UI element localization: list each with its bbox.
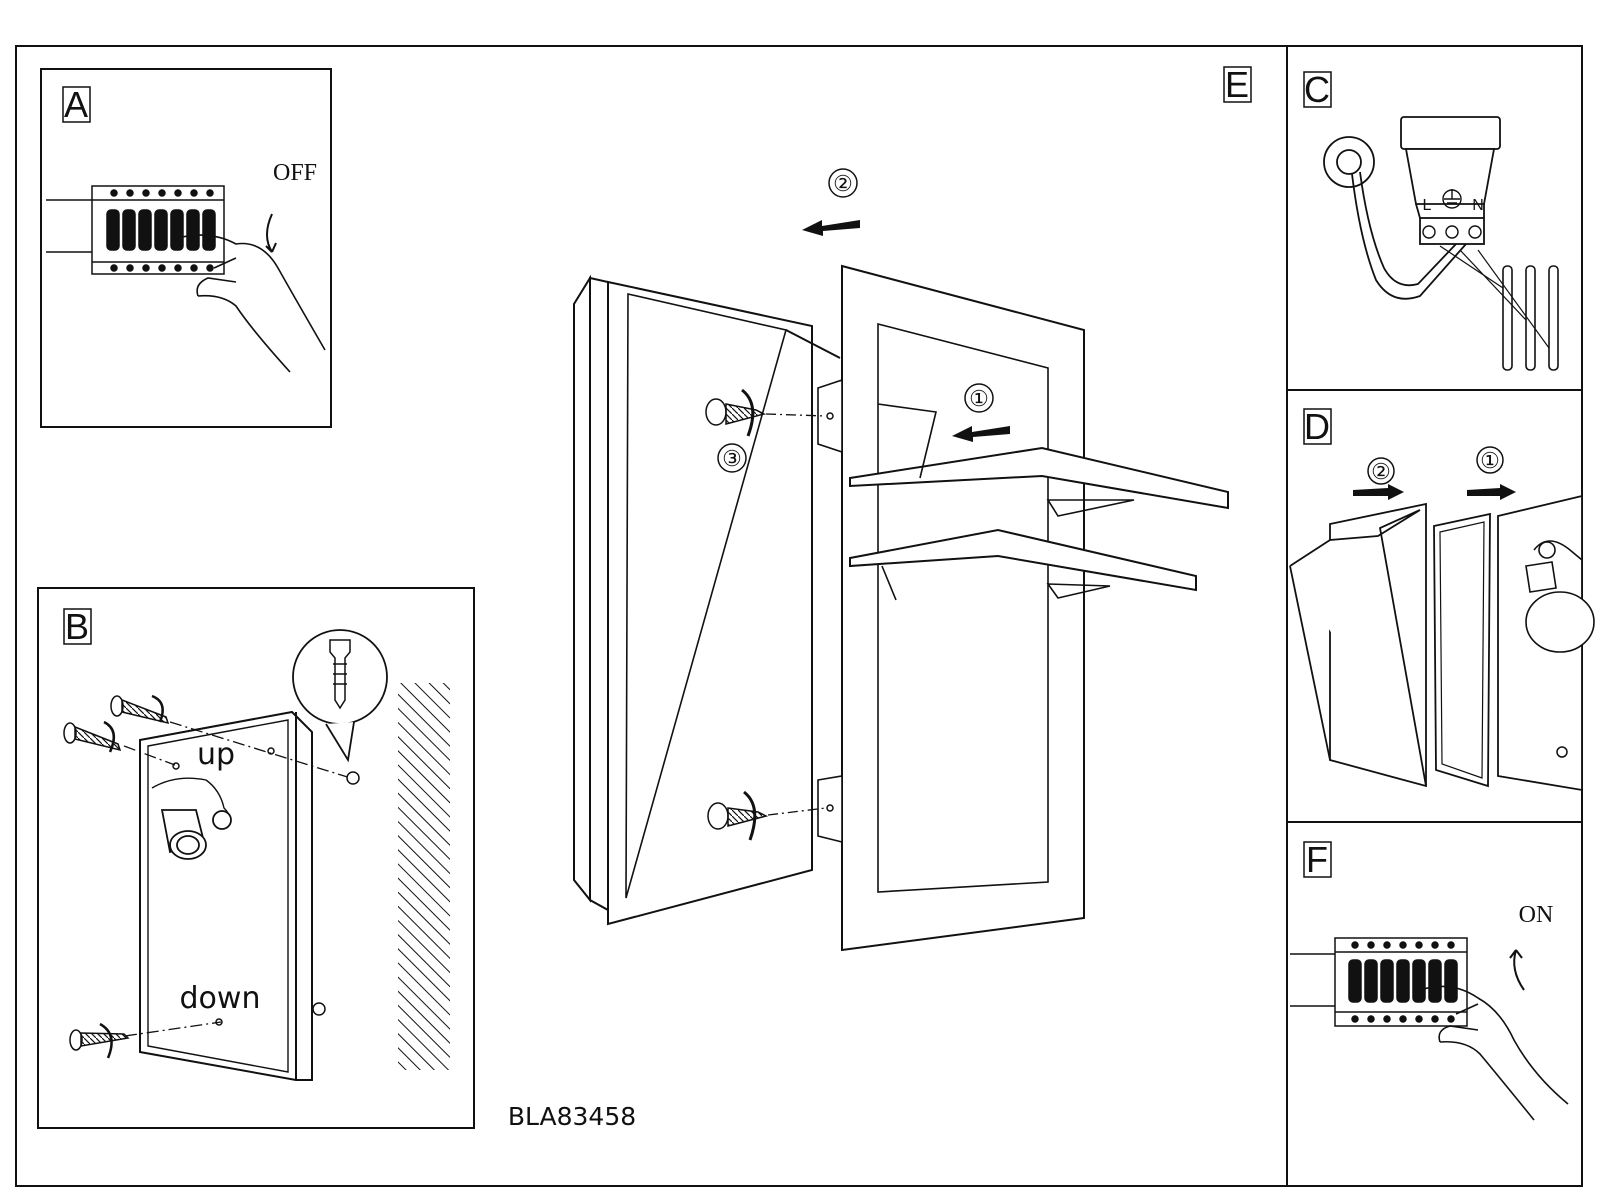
wall-plug-detail — [292, 629, 388, 725]
panel-a-label: A — [64, 84, 88, 125]
panel-d: D ② ① — [1289, 406, 1595, 792]
hand-icon — [1419, 985, 1569, 1121]
screw-icon — [63, 720, 122, 753]
model-code: BLA83458 — [508, 1102, 636, 1131]
up-label: up — [197, 737, 235, 772]
front-shade — [1289, 502, 1427, 788]
front-shade — [573, 274, 841, 926]
panel-f: F ON — [1290, 839, 1569, 1121]
terminal-n-label: N — [1472, 197, 1484, 214]
panel-a: A OFF — [40, 68, 332, 428]
screw-icon — [707, 790, 769, 841]
rotation-arrow-icon — [1509, 949, 1525, 991]
wire-pins — [1502, 265, 1559, 371]
panel-b: B up down — [37, 587, 475, 1129]
panel-e: E ② — [573, 64, 1252, 952]
e-step-2: ② — [833, 171, 853, 196]
e-step-1: ① — [969, 386, 989, 411]
mounting-bracket — [817, 378, 843, 844]
screw-icon — [110, 694, 170, 725]
arrow-icon — [802, 220, 860, 236]
panel-d-label: D — [1304, 406, 1330, 447]
lamp-socket-icon — [1400, 116, 1501, 245]
mounting-plate — [139, 710, 313, 1081]
screw-icon — [69, 1022, 130, 1059]
panel-e-label: E — [1225, 64, 1249, 105]
lamp-socket-icon — [151, 777, 232, 860]
circuit-breaker-icon — [46, 185, 225, 275]
d-step-1: ① — [1480, 448, 1500, 473]
terminal-l-label: L — [1423, 197, 1432, 214]
off-label: OFF — [273, 160, 317, 186]
panel-b-label: B — [65, 606, 89, 647]
on-label: ON — [1519, 902, 1554, 928]
down-label: down — [180, 981, 261, 1016]
wall-plug-icon — [329, 639, 351, 710]
d-step-2: ② — [1371, 459, 1391, 484]
panel-c-label: C — [1304, 69, 1330, 110]
glass-pane — [1433, 512, 1491, 788]
circuit-breaker-icon — [1290, 937, 1468, 1027]
arrow-icon — [952, 426, 1010, 442]
panel-f-label: F — [1306, 839, 1328, 880]
panel-c: C L N — [1303, 69, 1559, 371]
earth-ground-icon — [1442, 189, 1462, 209]
hand-icon — [177, 234, 326, 373]
lamp-socket-icon — [1525, 540, 1595, 653]
rotation-arrow-icon — [265, 213, 277, 253]
back-plate — [841, 264, 1229, 952]
e-step-3: ③ — [722, 446, 742, 471]
screw-icon — [705, 388, 767, 437]
wall-hatch — [398, 683, 450, 1070]
arrow-icon — [1353, 484, 1516, 500]
